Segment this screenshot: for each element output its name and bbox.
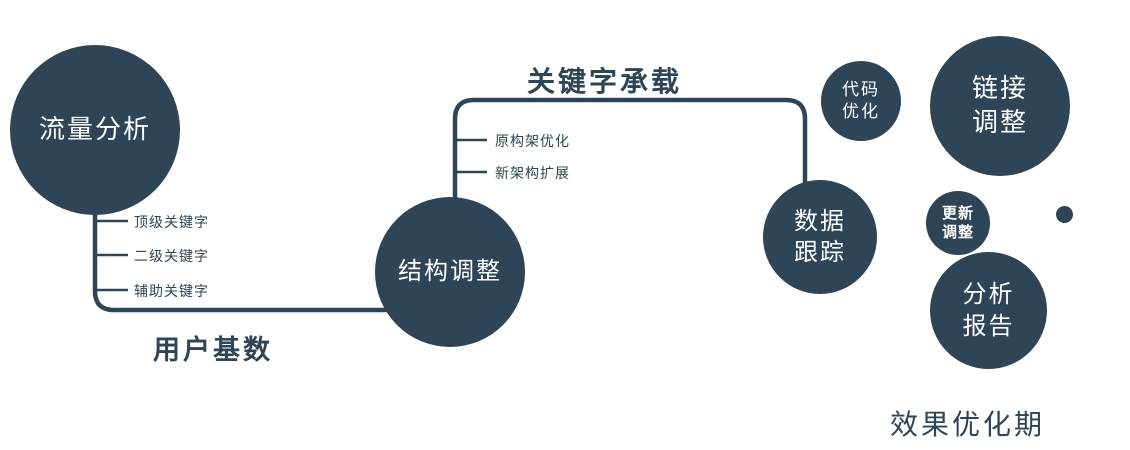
node-code-optimize: 代码 优化 bbox=[821, 61, 901, 141]
node-structure-adjust: 结构调整 bbox=[375, 197, 525, 347]
edge-label-keyword-load: 关键字承载 bbox=[527, 66, 683, 97]
node-code-optimize-line2: 优化 bbox=[842, 102, 880, 121]
node-analysis-report-line2: 报告 bbox=[962, 312, 1015, 340]
branch-label-arch-optimize: 原构架优化 bbox=[495, 133, 570, 149]
node-data-tracking-line2: 跟踪 bbox=[794, 239, 846, 266]
branch-label-aux-keyword: 辅助关键字 bbox=[134, 283, 209, 299]
node-update-adjust-line2: 调整 bbox=[941, 224, 974, 241]
connector-structure-to-tracking bbox=[452, 97, 808, 198]
node-update-adjust-line1: 更新 bbox=[941, 204, 974, 222]
edge-label-user-base: 用户基数 bbox=[153, 335, 273, 365]
node-link-adjust-line2: 调整 bbox=[971, 107, 1028, 137]
bullet-dot bbox=[1056, 206, 1073, 223]
node-code-optimize-line1: 代码 bbox=[842, 79, 880, 99]
node-traffic-analysis: 流量分析 bbox=[10, 45, 180, 215]
branch-label-second-keyword: 二级关键字 bbox=[134, 248, 209, 264]
branch-label-arch-expand: 新架构扩展 bbox=[495, 165, 570, 181]
node-data-tracking: 数据 跟踪 bbox=[763, 180, 877, 294]
node-link-adjust: 链接 调整 bbox=[930, 36, 1070, 176]
branch-label-top-keyword: 顶级关键字 bbox=[134, 214, 209, 230]
node-analysis-report-line1: 分析 bbox=[962, 281, 1015, 309]
node-structure-adjust-label: 结构调整 bbox=[398, 258, 502, 286]
node-link-adjust-line1: 链接 bbox=[971, 73, 1028, 104]
node-update-adjust: 更新 调整 bbox=[926, 191, 990, 255]
node-traffic-analysis-label: 流量分析 bbox=[38, 114, 151, 145]
node-data-tracking-line1: 数据 bbox=[794, 207, 846, 235]
footer-phase-label: 效果优化期 bbox=[890, 409, 1046, 440]
node-analysis-report: 分析 报告 bbox=[930, 252, 1047, 369]
